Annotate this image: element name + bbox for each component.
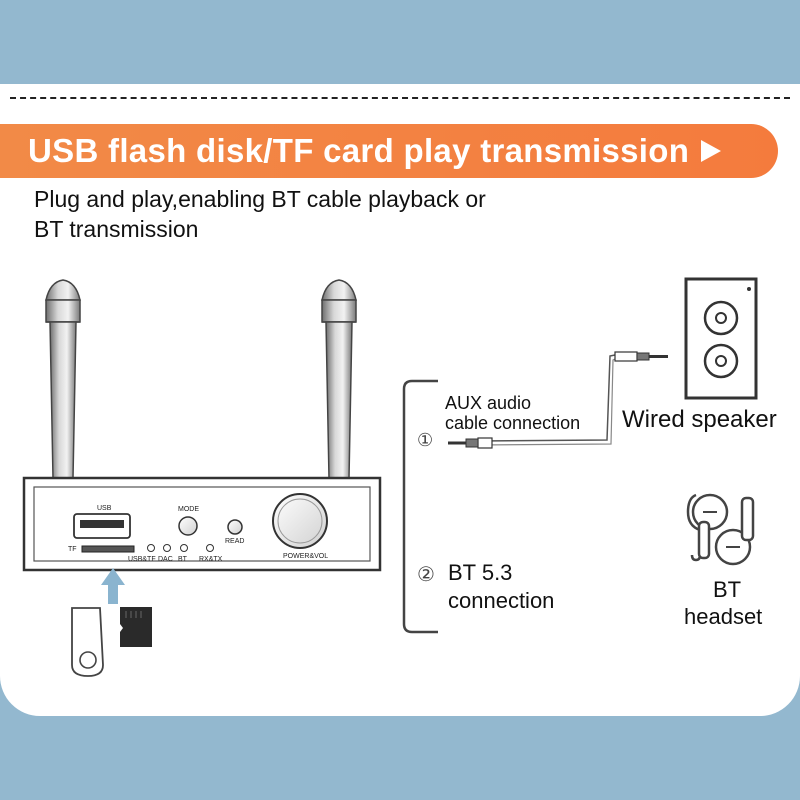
earbuds-icon — [686, 493, 755, 566]
play-arrow-icon — [701, 140, 722, 162]
bt-number: ② — [417, 564, 435, 586]
aux-label-line-2: cable connection — [445, 413, 581, 433]
headset-label-line-1: BT — [713, 577, 742, 602]
bt-label-line-1: BT 5.3 — [448, 560, 513, 585]
speaker-icon — [684, 277, 758, 400]
speaker-label: Wired speaker — [622, 406, 777, 433]
usb-tf-label: USB&TF — [128, 556, 156, 563]
intro-line-1: Plug and play,enabling BT cable playback… — [34, 186, 486, 212]
aux-number: ① — [417, 430, 434, 450]
intro-text: Plug and play,enabling BT cable playback… — [34, 184, 594, 244]
device-body — [22, 476, 382, 572]
antenna-right — [321, 279, 357, 479]
banner-title: USB flash disk/TF card play transmission — [28, 132, 690, 169]
aux-plug-icon — [448, 351, 668, 449]
aux-label-line-1: AUX audio — [445, 393, 532, 413]
connection-bracket — [402, 379, 438, 634]
section-banner: USB flash disk/TF card play transmission — [0, 124, 778, 178]
dashed-divider — [10, 97, 790, 99]
read-button — [227, 519, 243, 535]
bt-led-label: BT — [178, 556, 187, 563]
headset-label-line-2: headset — [684, 604, 763, 629]
read-label: READ — [225, 538, 245, 545]
tf-label: TF — [68, 546, 77, 553]
usb-label: USB — [97, 505, 112, 512]
usb-drive-icon — [71, 607, 104, 677]
tf-card-icon — [120, 607, 152, 647]
mode-label: MODE — [178, 506, 199, 513]
intro-line-2: BT transmission — [34, 216, 199, 242]
power-vol-label: POWER&VOL — [283, 553, 329, 560]
power-volume-knob — [272, 493, 328, 549]
dac-label: DAC — [158, 556, 173, 563]
bt-label-line-2: connection — [448, 588, 555, 613]
antenna-left — [45, 279, 81, 479]
tf-slot — [81, 545, 135, 553]
upload-arrow-icon — [101, 568, 125, 604]
rx-tx-label: RX&TX — [199, 556, 223, 563]
mode-button — [178, 516, 198, 536]
